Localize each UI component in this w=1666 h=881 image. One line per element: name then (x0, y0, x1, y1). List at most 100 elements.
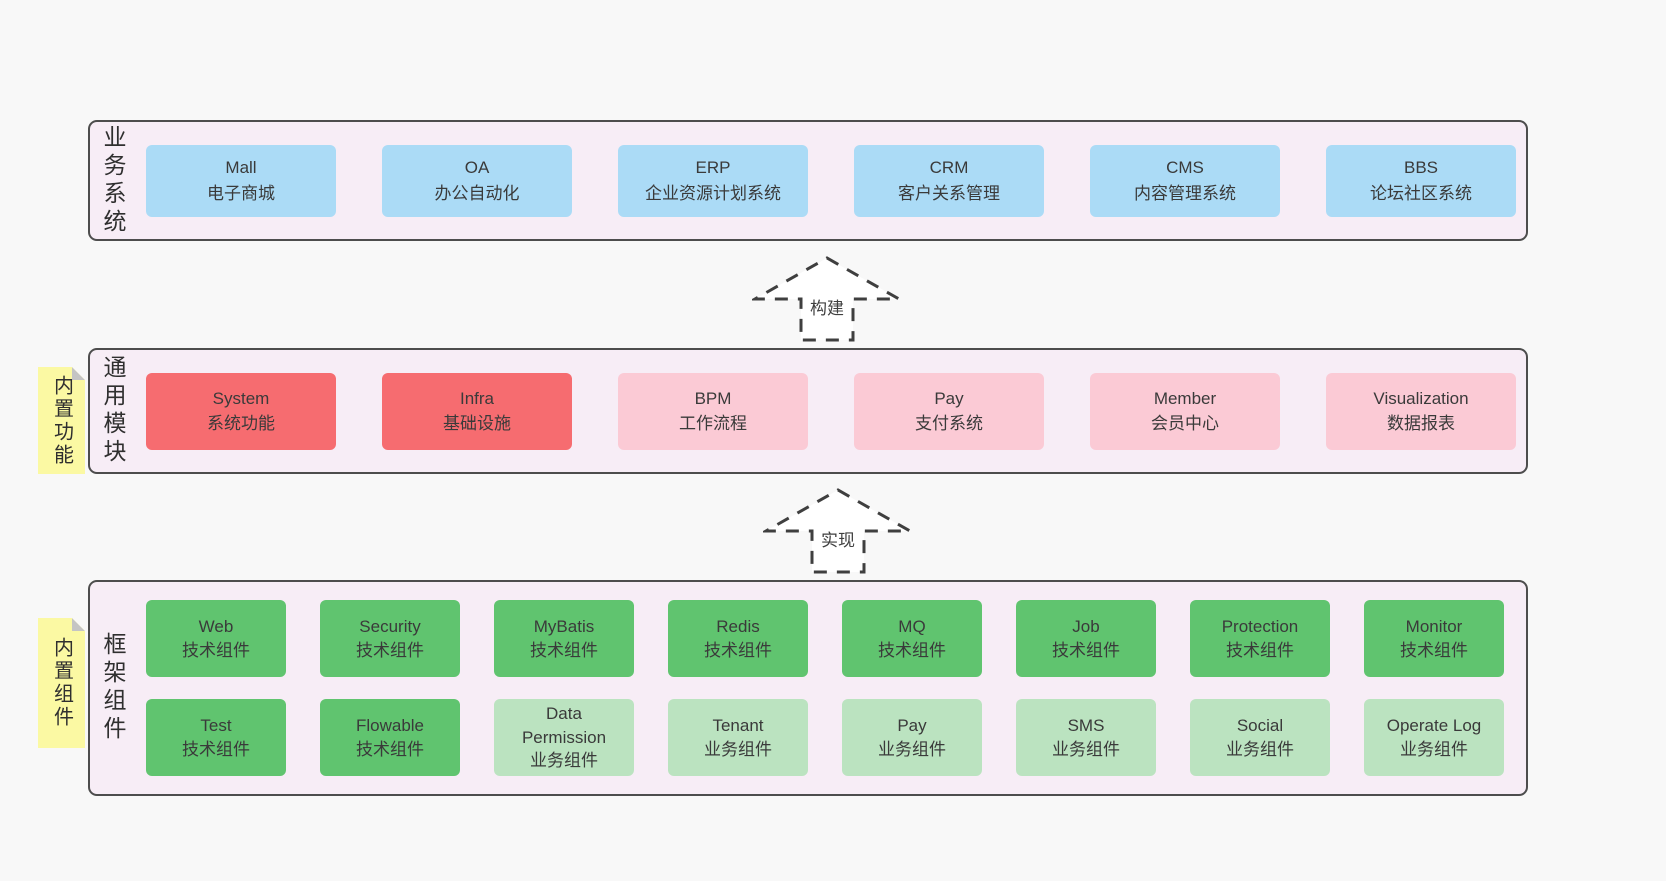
module-name: Infra (459, 388, 495, 408)
module-name: CMS (1166, 158, 1204, 177)
module-desc: 技术组件 (1052, 640, 1120, 660)
section-label: 框架组件 (100, 632, 126, 744)
folded-corner-icon (72, 367, 85, 380)
module-desc: 业务组件 (530, 751, 598, 771)
module-desc: 业务组件 (1052, 739, 1120, 759)
section-business-systems: 业务系统 Mall 电子商城 OA 办公自动化 ERP 企业资源计划系统 CRM 客户关系管理… (88, 120, 1528, 241)
module-desc: 技术组件 (356, 739, 424, 759)
module-box-infra: Infra 基础设施 (382, 372, 572, 450)
module-desc: 电子商城 (207, 183, 275, 203)
module-box-erp: ERP 企业资源计划系统 (618, 144, 808, 217)
module-box-social: Social 业务组件 (1190, 699, 1330, 776)
module-name: Test (200, 715, 232, 735)
module-box-oa: OA 办公自动化 (382, 144, 572, 217)
module-box-bpm: BPM 工作流程 (618, 372, 808, 450)
module-desc: 技术组件 (356, 640, 424, 660)
section-label: 通用模块 (100, 355, 126, 467)
module-box-monitor: Monitor 技术组件 (1364, 600, 1504, 677)
module-box-data-permission: Data Permission 业务组件 (494, 699, 634, 776)
sticky-note-builtin-components: 内置组件 (38, 618, 85, 748)
sticky-note-label: 内置功能 (50, 374, 73, 467)
module-desc: 业务组件 (1400, 739, 1468, 759)
module-box-visualization: Visualization 数据报表 (1326, 372, 1516, 450)
up-arrow-implement: 实现 (763, 488, 913, 574)
module-name: Flowable (355, 715, 425, 735)
module-name: Data Permission (521, 703, 607, 747)
module-name: System (212, 388, 270, 408)
folded-corner-icon (72, 618, 85, 631)
module-name: Mall (225, 158, 257, 177)
module-name: BPM (694, 388, 732, 408)
module-desc: 论坛社区系统 (1370, 183, 1472, 203)
module-desc: 系统功能 (207, 414, 275, 433)
module-name: Protection (1221, 616, 1299, 636)
section-label: 业务系统 (100, 124, 126, 237)
module-name: SMS (1067, 715, 1105, 735)
module-name: Security (359, 616, 421, 636)
module-box-mybatis: MyBatis 技术组件 (494, 600, 634, 677)
module-desc: 客户关系管理 (898, 183, 1000, 203)
module-box-security: Security 技术组件 (320, 600, 460, 677)
module-desc: 技术组件 (182, 640, 250, 660)
module-desc: 技术组件 (182, 739, 250, 759)
module-desc: 内容管理系统 (1134, 183, 1236, 203)
section-common-modules: 通用模块 System 系统功能 Infra 基础设施 BPM 工作流程 Pay 支付系统 Me… (88, 348, 1528, 474)
module-desc: 基础设施 (443, 414, 511, 433)
module-box-flowable: Flowable 技术组件 (320, 699, 460, 776)
module-box-pay: Pay 支付系统 (854, 372, 1044, 450)
module-desc: 工作流程 (679, 414, 747, 433)
module-desc: 会员中心 (1151, 414, 1219, 433)
module-desc: 业务组件 (704, 739, 772, 759)
module-box-protection: Protection 技术组件 (1190, 600, 1330, 677)
module-desc: 业务组件 (1226, 739, 1294, 759)
module-box-test: Test 技术组件 (146, 699, 286, 776)
module-name: OA (464, 158, 490, 177)
module-name: MQ (898, 616, 926, 636)
module-name: MyBatis (533, 616, 595, 636)
module-box-bbs: BBS 论坛社区系统 (1326, 144, 1516, 217)
sticky-note-builtin-features: 内置功能 (38, 367, 85, 474)
module-desc: 企业资源计划系统 (645, 183, 781, 203)
module-name: Visualization (1373, 388, 1469, 408)
module-name: Member (1153, 388, 1217, 408)
module-name: ERP (695, 158, 731, 177)
dashed-arrow-shape (752, 256, 902, 342)
module-box-job: Job 技术组件 (1016, 600, 1156, 677)
common-modules-boxes: System 系统功能 Infra 基础设施 BPM 工作流程 Pay 支付系统 Member 会… (146, 350, 1516, 472)
arrow-label: 构建 (810, 299, 844, 318)
module-name: Redis (716, 616, 760, 636)
module-desc: 办公自动化 (434, 183, 520, 203)
module-box-member: Member 会员中心 (1090, 372, 1280, 450)
module-box-system: System 系统功能 (146, 372, 336, 450)
module-name: Monitor (1405, 616, 1463, 636)
business-systems-boxes: Mall 电子商城 OA 办公自动化 ERP 企业资源计划系统 CRM 客户关系管理 CMS 内容… (146, 122, 1516, 239)
module-name: Job (1072, 616, 1100, 636)
module-desc: 数据报表 (1387, 414, 1455, 433)
module-name: Social (1236, 715, 1284, 735)
up-arrow-build: 构建 (752, 256, 902, 342)
module-name: Operate Log (1386, 715, 1482, 735)
module-desc: 技术组件 (530, 640, 598, 660)
module-name: BBS (1403, 158, 1439, 177)
dashed-arrow-shape (763, 488, 913, 574)
module-name: CRM (929, 158, 969, 177)
module-box-mall: Mall 电子商城 (146, 144, 336, 217)
module-name: Pay (897, 715, 927, 735)
sticky-note-label: 内置组件 (50, 637, 73, 729)
arrow-label: 实现 (821, 531, 855, 550)
module-desc: 技术组件 (878, 640, 946, 660)
module-desc: 支付系统 (915, 414, 983, 433)
module-desc: 技术组件 (1226, 640, 1294, 660)
module-box-cms: CMS 内容管理系统 (1090, 144, 1280, 217)
module-box-operate-log: Operate Log 业务组件 (1364, 699, 1504, 776)
module-desc: 技术组件 (1400, 640, 1468, 660)
module-box-sms: SMS 业务组件 (1016, 699, 1156, 776)
module-name: Pay (934, 388, 964, 408)
module-box-mq: MQ 技术组件 (842, 600, 982, 677)
